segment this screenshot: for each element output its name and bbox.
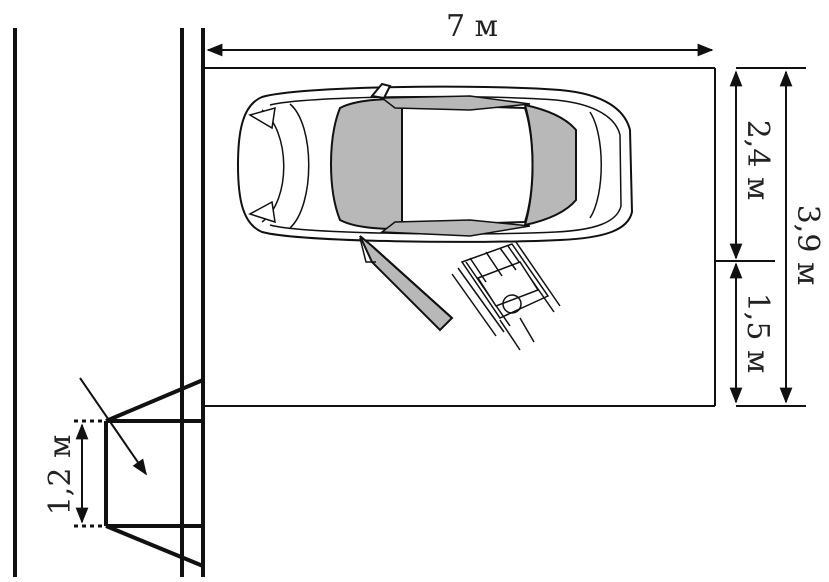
direction-arrow-icon bbox=[79, 377, 147, 476]
car-width-label: 2,4 м bbox=[740, 120, 775, 201]
car-icon bbox=[236, 82, 634, 243]
parking-space bbox=[203, 67, 775, 407]
aisle-width-label: 1,5 м bbox=[740, 293, 775, 374]
car-windshield bbox=[330, 98, 403, 230]
total-width-label: 3,9 м bbox=[790, 205, 825, 286]
ramp-dotted-lines bbox=[74, 419, 106, 528]
car-door-icon bbox=[359, 235, 454, 332]
length-dimension: 7 м bbox=[206, 9, 714, 57]
ramp-width-label: 1,2 м bbox=[43, 435, 78, 516]
length-label: 7 м bbox=[446, 9, 498, 44]
right-dimensions bbox=[729, 67, 806, 407]
wheelchair-icon bbox=[451, 241, 561, 351]
curb-ramp bbox=[104, 378, 204, 568]
